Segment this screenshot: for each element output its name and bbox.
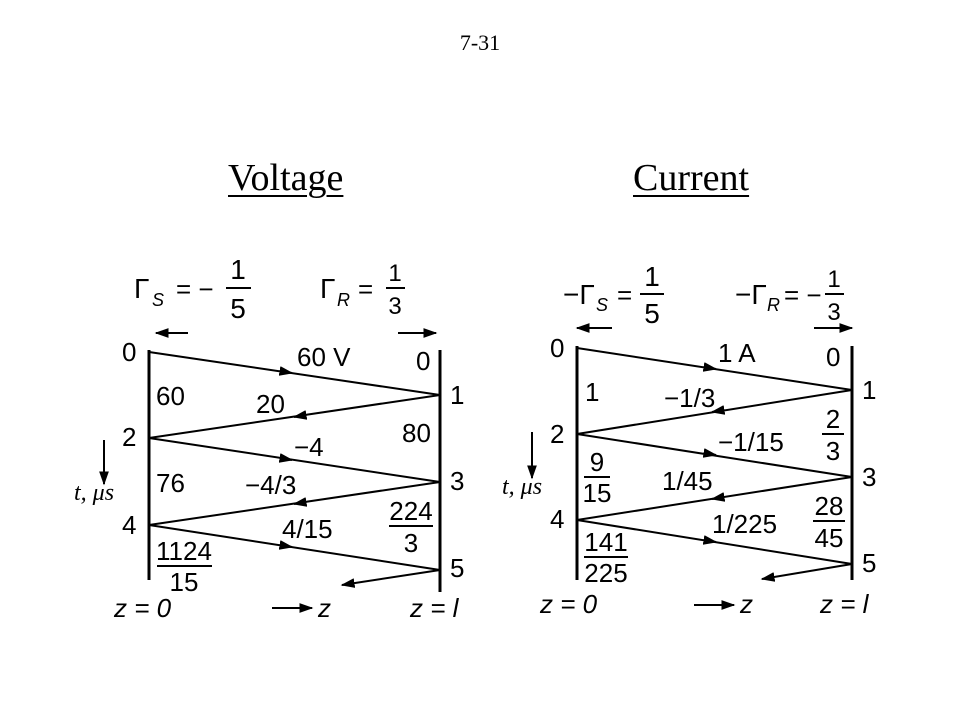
z0-label: z = 0 [539,589,598,619]
time-label-2: 2 [550,419,564,449]
wave-label-1: 1 A [718,338,756,368]
gamma-symbol: −Γ [735,279,767,310]
time-label-5: 5 [450,553,464,583]
wave-arrow-1 [702,362,718,372]
wave-path-3 [148,437,441,483]
wave-label-3: −1/15 [718,427,784,457]
gamma-subscript: R [767,295,780,315]
time-label-3: 3 [862,462,876,492]
z0-label: z = 0 [113,593,172,623]
voltage-heading: Voltage [228,157,344,199]
source-current-2-num: 9 [590,447,604,477]
load-current-2-num: 2 [826,404,840,434]
load-current-3-den: 45 [815,523,844,553]
wave-label-5: 4/15 [282,514,333,544]
denominator: 3 [827,299,840,326]
zl-label: z = l [409,593,460,623]
equals-sign: = [617,280,632,310]
load-current-1: 0 [826,342,840,372]
wave-path-6 [760,563,853,582]
wave-label-2: 20 [256,389,285,419]
time-label-4: 4 [122,510,136,540]
time-label-0: 0 [550,333,564,363]
wave-arrow-4 [292,497,308,507]
wave-arrow-1 [278,366,294,376]
wave-label-2: −1/3 [664,383,715,413]
wave-arrow-2 [710,405,726,415]
zl-label: z = l [819,589,870,619]
time-label-1: 1 [862,375,876,405]
wave-arrow-5 [702,535,718,545]
denominator: 3 [388,293,401,320]
wave-path-1 [148,351,441,396]
source-current-3-num: 141 [584,527,627,557]
gamma-symbol: Γ [320,273,335,304]
numerator: 1 [644,261,660,292]
equals-sign: = [358,274,373,304]
time-label-0: 0 [122,337,136,367]
wave-arrow-5 [278,540,294,550]
wave-arrow-3 [278,453,294,463]
page-number: 7-31 [459,30,501,55]
denominator: 5 [230,293,246,324]
z-axis-label: z [739,589,753,619]
equals-sign: = − [784,280,822,310]
source-current-1: 1 [585,377,599,407]
voltage-gamma-r: Γ R = 1 3 [320,260,405,320]
load-voltage-1: 0 [416,346,430,376]
source-current-2-den: 15 [583,478,612,508]
numerator: 1 [388,260,401,287]
time-label-4: 4 [550,504,564,534]
z-axis-label: z [317,593,331,623]
load-current-3-num: 28 [815,491,844,521]
source-voltage-1: 60 [156,381,185,411]
source-voltage-3-den: 15 [170,567,199,597]
wave-arrow-3 [702,448,718,458]
denominator: 5 [644,298,660,329]
wave-path-5 [148,524,441,571]
load-current-2-den: 3 [826,436,840,466]
load-voltage-3-num: 224 [389,496,432,526]
source-current-3-den: 225 [584,558,627,588]
current-gamma-r: −Γ R = − 1 3 [735,266,844,326]
gamma-subscript: S [596,295,608,315]
wave-path-6 [340,569,441,588]
wave-label-3: −4 [294,432,324,462]
time-label-2: 2 [122,422,136,452]
time-axis-label: t, μs [74,480,114,506]
time-label-1: 1 [450,380,464,410]
wave-arrow-4 [710,492,726,502]
voltage-diagram: Γ S = − 1 5 Γ R = 1 3 [74,254,464,623]
current-heading: Current [633,157,750,199]
wave-label-4: 1/45 [662,466,713,496]
voltage-gamma-s: Γ S = − 1 5 [134,254,251,324]
source-voltage-2: 76 [156,468,185,498]
equals-sign: = − [176,274,214,304]
gamma-symbol: −Γ [563,279,595,310]
time-label-5: 5 [862,548,876,578]
numerator: 1 [230,254,246,285]
gamma-symbol: Γ [134,273,149,304]
wave-arrow-2 [292,410,308,420]
current-diagram: −Γ S = 1 5 −Γ R = − 1 3 [502,261,876,619]
current-gamma-s: −Γ S = 1 5 [563,261,664,329]
wave-label-4: −4/3 [245,470,296,500]
gamma-subscript: R [337,290,350,310]
source-voltage-3-num: 1124 [156,536,212,566]
load-voltage-3-den: 3 [404,528,418,558]
load-voltage-2: 80 [402,418,431,448]
time-label-3: 3 [450,466,464,496]
time-axis-label: t, μs [502,474,542,500]
wave-label-1: 60 V [297,342,351,372]
wave-label-5: 1/225 [712,509,777,539]
numerator: 1 [827,266,840,293]
gamma-subscript: S [152,290,164,310]
